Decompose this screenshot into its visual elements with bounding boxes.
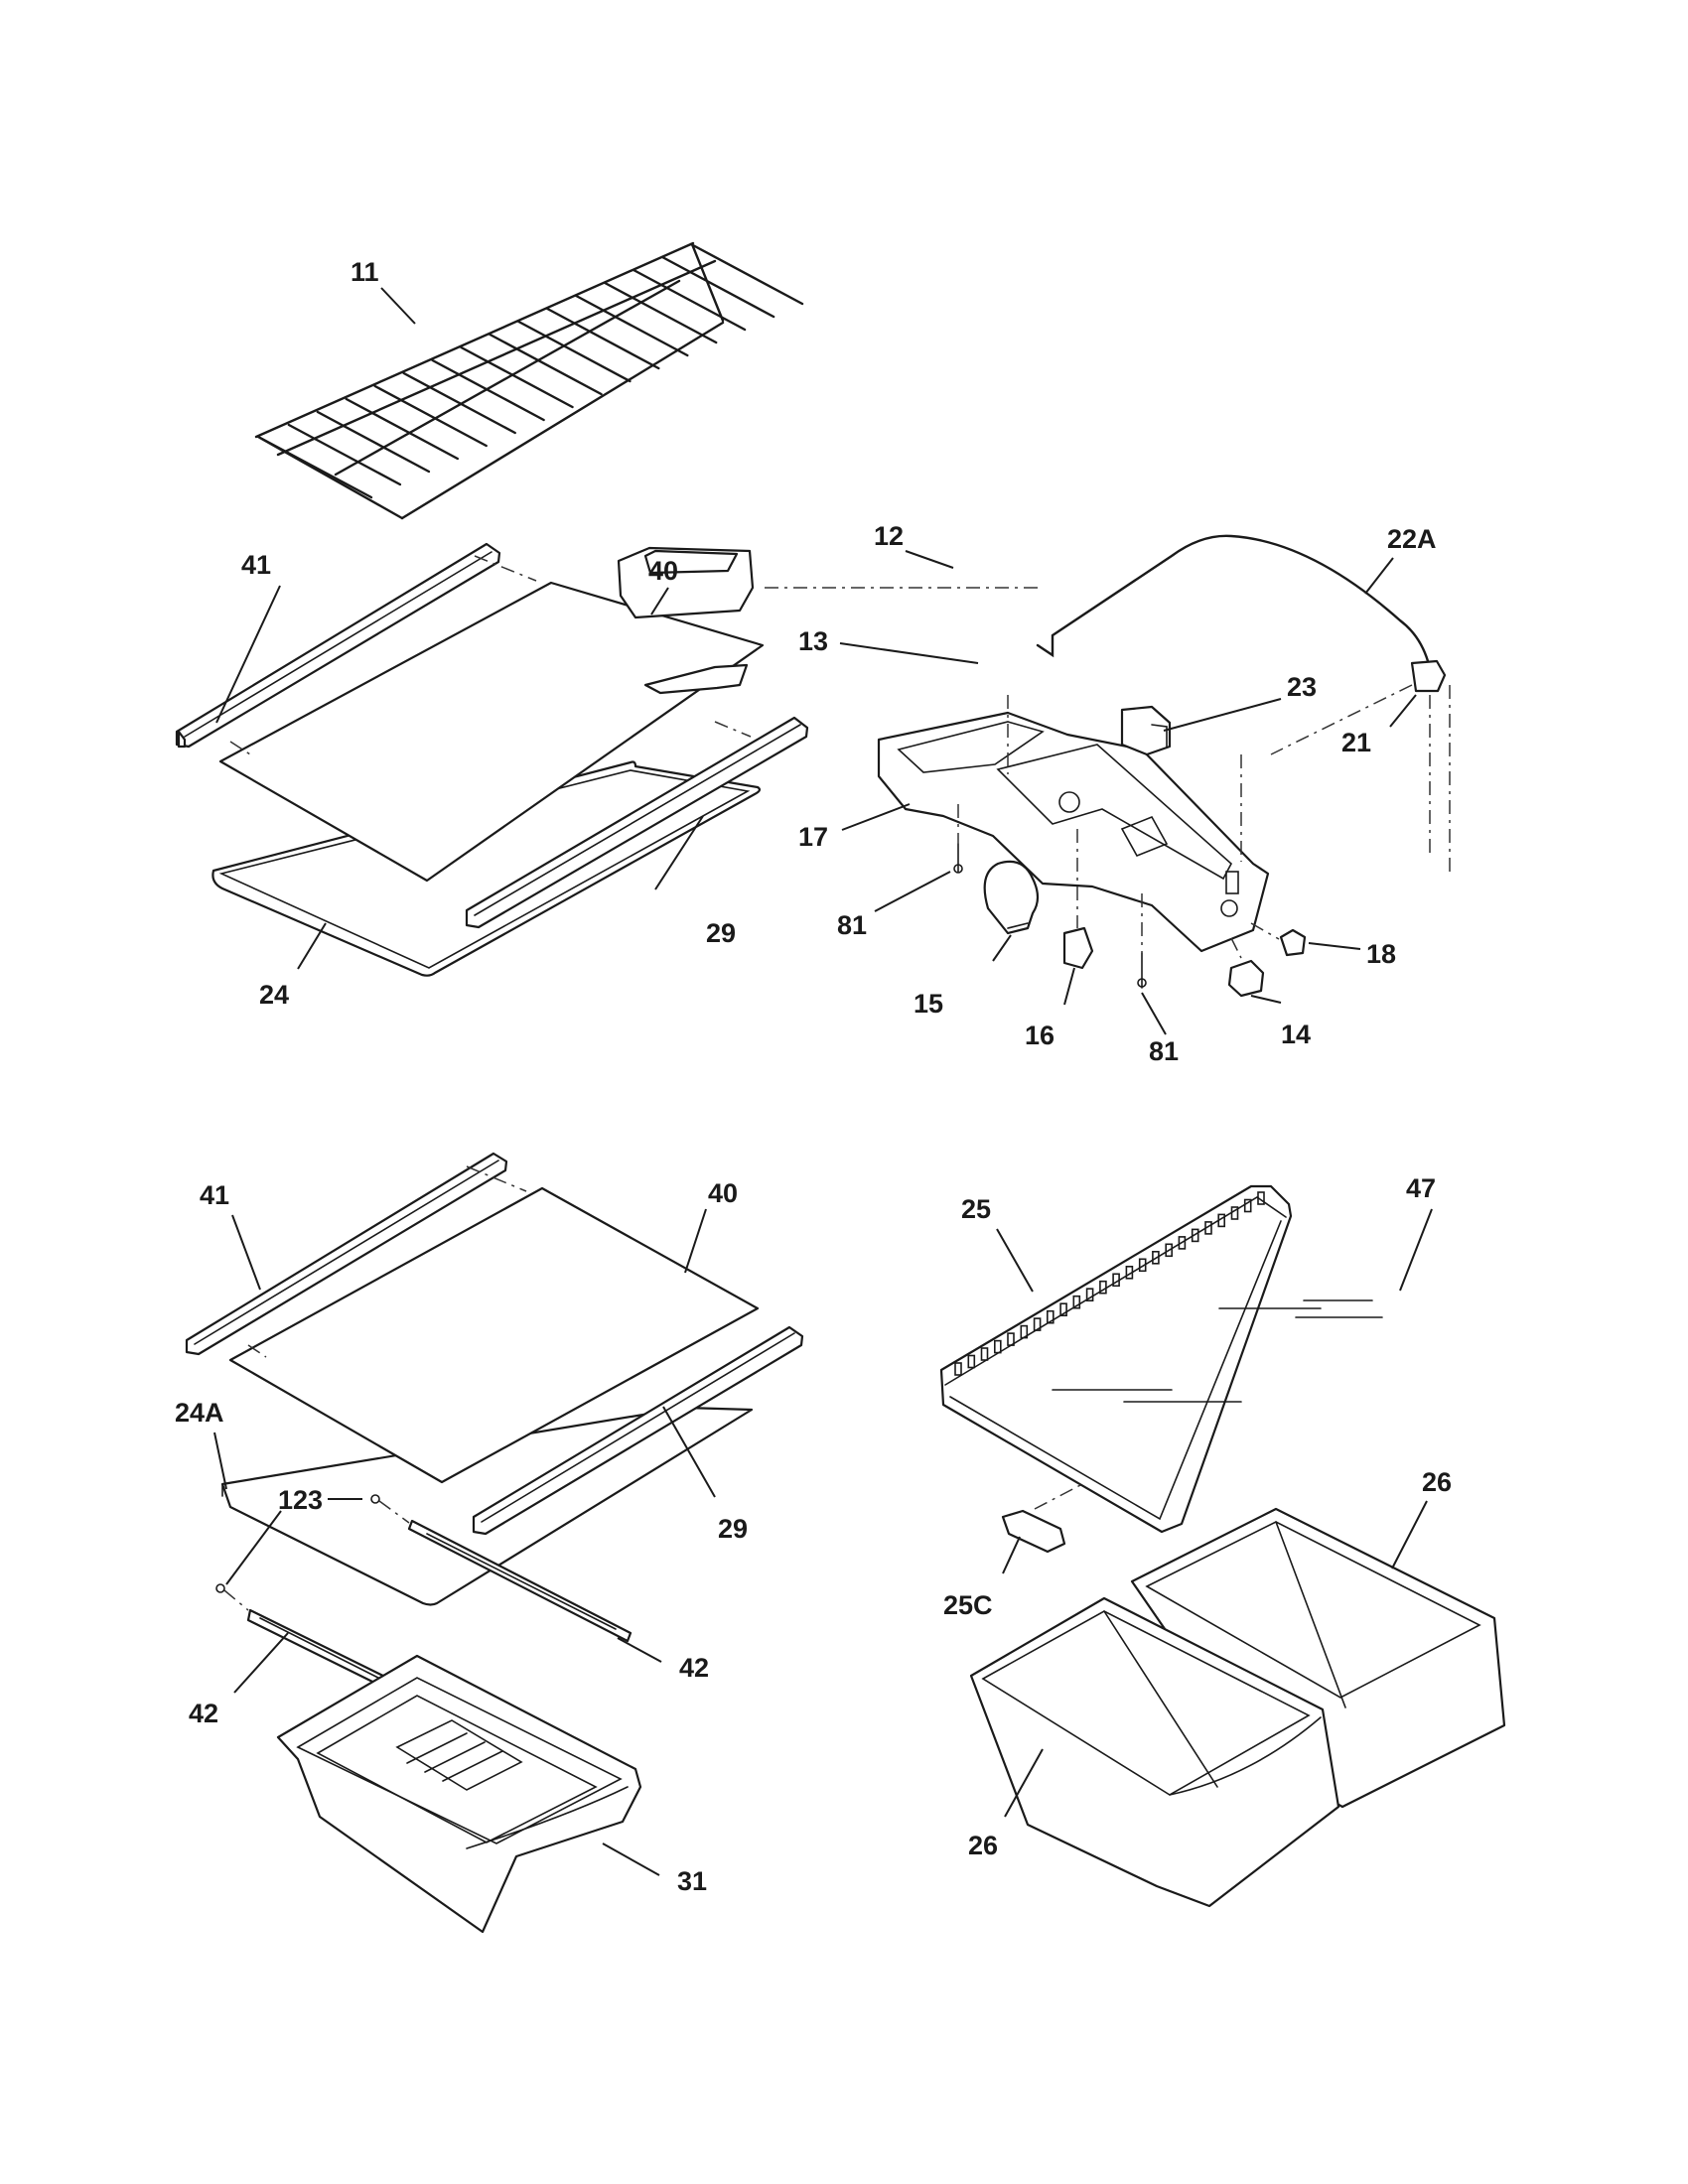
cover-vent-slot	[1178, 1236, 1187, 1250]
callout-25c: 25C	[943, 1590, 993, 1620]
callout-18: 18	[1366, 939, 1396, 969]
cover-vent-slot	[1204, 1221, 1212, 1235]
callout-81-right: 81	[1149, 1036, 1179, 1066]
cover-vent-slot	[1191, 1228, 1199, 1243]
cover-vent-slot	[1020, 1324, 1029, 1339]
cover-vent-slot	[1085, 1288, 1094, 1301]
cover-vent-slot	[980, 1347, 989, 1361]
crisper-drawer-part	[276, 1654, 642, 1934]
callout-29: 29	[706, 918, 736, 948]
wire-shelf-part	[254, 241, 804, 520]
callout-13: 13	[798, 626, 828, 656]
callout-14: 14	[1281, 1020, 1311, 1049]
shelf-rung	[689, 242, 804, 306]
shelf-rung	[660, 255, 775, 319]
shelf-rung	[287, 423, 402, 486]
cover-vent-slot	[1072, 1295, 1081, 1309]
cover-vent-slot	[1152, 1251, 1160, 1265]
cover-vent-slot	[1112, 1273, 1120, 1288]
cover-vent-slot	[967, 1354, 976, 1369]
cover-vent-slot	[1217, 1213, 1225, 1228]
callout-11: 11	[351, 257, 379, 287]
callout-24: 24	[259, 980, 289, 1010]
crisper-cover-part	[939, 1184, 1383, 1534]
cover-vent-slot	[1059, 1302, 1067, 1316]
shelf-rung	[345, 397, 459, 461]
cover-vent-slot	[1033, 1317, 1042, 1331]
callout-31: 31	[677, 1866, 707, 1896]
callout-123: 123	[278, 1485, 323, 1515]
cover-vent-slot	[1243, 1198, 1252, 1213]
callout-23: 23	[1287, 672, 1317, 702]
shelf-rung	[489, 333, 603, 396]
callout-24a: 24A	[175, 1398, 224, 1428]
callout-12: 12	[874, 521, 904, 551]
cover-vent-slot	[1165, 1243, 1173, 1258]
glass-shelf-assembly-bottom	[185, 1152, 804, 1731]
callout-22a: 22A	[1387, 524, 1437, 554]
callout-42-left: 42	[189, 1699, 218, 1728]
cover-vent-slot	[1099, 1280, 1107, 1295]
glass-shelf-assembly-top	[175, 542, 809, 977]
callout-26-lower: 26	[968, 1831, 998, 1860]
cover-vent-slot	[993, 1339, 1002, 1354]
shelf-rung	[604, 281, 718, 344]
cover-vent-slot	[954, 1362, 962, 1376]
shelf-rung	[431, 358, 545, 422]
callout-40-lower: 40	[708, 1178, 738, 1208]
shelf-rung	[373, 384, 488, 448]
callout-16: 16	[1025, 1021, 1055, 1050]
callout-41-lower: 41	[200, 1180, 229, 1210]
latch-part	[1001, 1483, 1083, 1554]
callout-42-right: 42	[679, 1653, 709, 1683]
callout-21: 21	[1341, 728, 1371, 757]
shelf-rung	[517, 320, 632, 383]
shelf-rung	[402, 371, 516, 435]
shelf-rung	[258, 436, 373, 499]
callout-41: 41	[241, 550, 271, 580]
callout-25: 25	[961, 1194, 991, 1224]
shelf-rung	[316, 410, 431, 474]
callout-29-lower: 29	[718, 1514, 748, 1544]
callout-81-left: 81	[837, 910, 867, 940]
cover-vent-slot	[1138, 1258, 1147, 1273]
leader-lines	[213, 287, 1433, 1876]
callout-17: 17	[798, 822, 828, 852]
shelf-rung	[632, 268, 747, 332]
shelf-rung	[546, 307, 660, 370]
callout-26-upper: 26	[1422, 1467, 1452, 1497]
control-housing-part	[617, 534, 1451, 998]
callout-40: 40	[648, 556, 678, 586]
shelf-rung	[575, 294, 689, 357]
cover-vent-slot	[1125, 1266, 1134, 1280]
shelf-rung	[460, 345, 574, 409]
callout-labels: 11 41 40 29 24 12 22A 13 23 21 17 81 18 …	[175, 257, 1452, 1896]
vegetable-pan-left-part	[969, 1596, 1340, 1908]
cover-vent-slot	[1007, 1332, 1015, 1346]
cover-vent-slot	[1047, 1309, 1055, 1324]
cover-vent-slot	[1257, 1191, 1265, 1205]
cover-vent-slot	[1230, 1206, 1239, 1220]
callout-47: 47	[1406, 1173, 1436, 1203]
callout-15: 15	[914, 989, 943, 1019]
